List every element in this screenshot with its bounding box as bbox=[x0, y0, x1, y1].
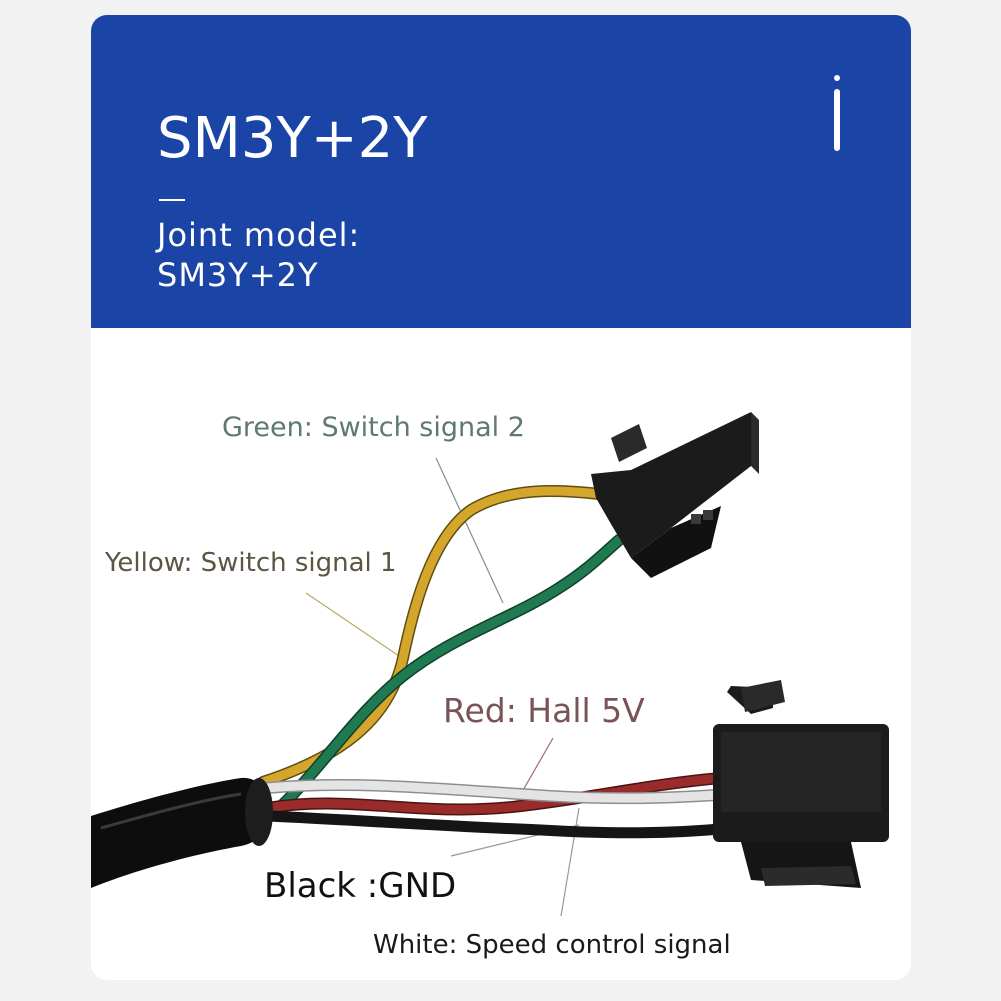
yellow-wire-label: Yellow: Switch signal 1 bbox=[105, 548, 397, 578]
sheathed-cable bbox=[91, 777, 273, 888]
subtitle-line-1: Joint model: bbox=[157, 216, 361, 254]
black-wire bbox=[263, 810, 737, 839]
lower-connector bbox=[713, 680, 889, 888]
green-wire-label: Green: Switch signal 2 bbox=[222, 412, 525, 443]
upper-connector bbox=[591, 412, 759, 578]
vertical-bar-icon bbox=[834, 75, 840, 151]
joint-model-subtitle: Joint model: SM3Y+2Y bbox=[157, 215, 360, 295]
white-leader-line bbox=[560, 807, 580, 917]
cable-illustration: Green: Switch signal 2 Yellow: Switch si… bbox=[91, 328, 911, 980]
cable-drawing bbox=[91, 412, 889, 917]
black-wire-label: Black :GND bbox=[264, 866, 457, 906]
yellow-leader-line bbox=[305, 592, 400, 657]
red-wire-label: Red: Hall 5V bbox=[443, 691, 645, 730]
title-dash-divider bbox=[159, 199, 185, 201]
subtitle-line-2: SM3Y+2Y bbox=[157, 256, 319, 294]
white-wire-label: White: Speed control signal bbox=[373, 930, 731, 960]
green-leader-line bbox=[435, 457, 504, 604]
header-banner: SM3Y+2Y Joint model: SM3Y+2Y bbox=[91, 15, 911, 328]
product-card: SM3Y+2Y Joint model: SM3Y+2Y bbox=[91, 15, 911, 980]
page-title: SM3Y+2Y bbox=[157, 106, 428, 171]
yellow-wire bbox=[257, 485, 605, 788]
